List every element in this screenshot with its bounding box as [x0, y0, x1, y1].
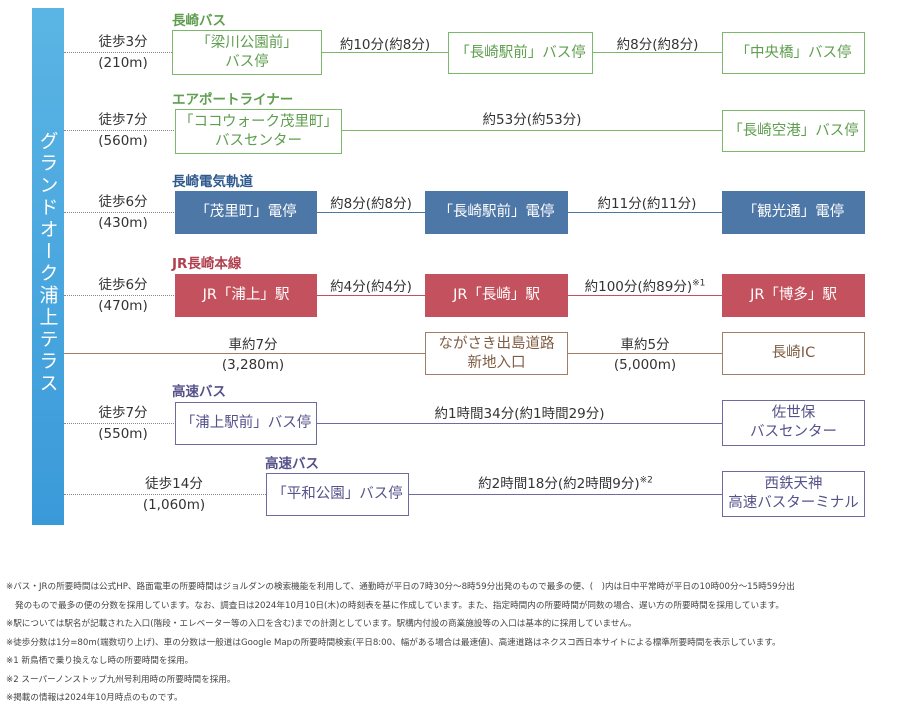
travel-time: 車約5分 — [620, 337, 670, 353]
note-mark: ※2 — [639, 475, 653, 486]
connector-line — [64, 52, 174, 53]
travel-time: 車約7分 — [228, 337, 278, 353]
walk-info: 徒歩6分 (470m) — [84, 275, 162, 317]
station-box: 「浦上駅前」バス停 — [175, 402, 317, 445]
route-category: 高速バス — [265, 456, 319, 472]
travel-distance: (3,280m) — [221, 357, 285, 373]
station-box: JR「博多」駅 — [722, 274, 865, 317]
station-box: 佐世保 バスセンター — [722, 400, 865, 446]
walk-time: 徒歩3分 — [98, 34, 148, 50]
route-line — [317, 423, 722, 424]
travel-time: 約2時間18分(約2時間9分)※2 — [409, 472, 722, 493]
footnote: ※バス・JRの所要時間は公式HP、路面電車の所要時間はジョルダンの検索機能を利用… — [6, 582, 795, 592]
station-box: 「茂里町」電停 — [175, 191, 317, 234]
station-box: 「長崎駅前」バス停 — [448, 32, 593, 74]
walk-time: 徒歩7分 — [98, 405, 148, 421]
station-box: JR「長崎」駅 — [425, 274, 568, 317]
origin-title: グランドオーク浦上テラス — [36, 131, 59, 395]
station-box: 「観光通」電停 — [722, 191, 865, 234]
travel-distance: (5,000m) — [613, 357, 677, 373]
station-box: 「ココウォーク茂里町」 バスセンター — [175, 109, 342, 154]
interchange-box: 長崎IC — [722, 332, 865, 375]
walk-distance: (470m) — [98, 298, 148, 314]
origin-bar — [32, 8, 64, 525]
footnote: 発のもので最多の便の分数を採用しています。なお、調査日は2024年10月10日(… — [15, 600, 784, 611]
station-box: 「平和公園」バス停 — [266, 473, 409, 516]
station-box: 西鉄天神 高速バスターミナル — [722, 471, 865, 517]
station-box: 「長崎駅前」電停 — [425, 191, 568, 234]
footnote: ※掲載の情報は2024年10月時点のものです。 — [6, 693, 183, 703]
route-category: 高速バス — [172, 384, 226, 400]
travel-time: 約10分(約8分) — [339, 37, 431, 53]
walk-time: 徒歩7分 — [98, 112, 148, 128]
route-category: 長崎電気軌道 — [172, 174, 253, 190]
route-category: エアポートライナー — [172, 92, 294, 108]
footnote: ※徒歩分数は1分=80m(端数切り上げ)、車の分数は一般道はGoogle Map… — [6, 637, 781, 648]
route-category: 長崎バス — [172, 13, 226, 29]
walk-distance: (550m) — [98, 426, 148, 442]
route-line — [568, 353, 722, 354]
station-box: JR「浦上」駅 — [175, 274, 317, 317]
walk-info: 徒歩3分 (210m) — [84, 32, 162, 74]
walk-distance: (430m) — [98, 215, 148, 231]
interchange-box: ながさき出島道路 新地入口 — [425, 332, 568, 375]
footnotes: ※バス・JRの所要時間は公式HP、路面電車の所要時間はジョルダンの検索機能を利用… — [6, 578, 892, 708]
walk-info: 徒歩7分 (550m) — [84, 403, 162, 445]
travel-time: 約11分(約11分) — [597, 196, 697, 212]
travel-time: 約4分(約4分) — [330, 279, 412, 295]
travel-time: 約53分(約53分) — [482, 112, 582, 128]
travel-time-value: 約100分(約89分) — [584, 279, 693, 295]
walk-time: 徒歩14分 — [145, 476, 203, 492]
route-line — [342, 130, 722, 131]
travel-time: 約8分(約8分) — [616, 37, 699, 53]
route-line — [64, 353, 425, 354]
station-box: 「中央橋」バス停 — [722, 32, 865, 74]
connector-line — [64, 212, 174, 213]
walk-time: 徒歩6分 — [98, 277, 148, 293]
station-box: 「梁川公園前」 バス停 — [172, 30, 322, 75]
walk-distance: (560m) — [98, 133, 148, 149]
route-line — [409, 494, 722, 495]
walk-time: 徒歩6分 — [98, 194, 148, 210]
walk-info: 徒歩14分 (1,060m) — [132, 474, 216, 516]
footnote: ※駅については駅名が記載された入口(階段・エレベーター等の入口を含む)までの計測… — [6, 619, 637, 629]
note-mark: ※1 — [692, 278, 706, 289]
connector-line — [64, 494, 266, 495]
travel-time-value: 約2時間18分(約2時間9分) — [478, 476, 640, 492]
travel-time: 約8分(約8分) — [330, 196, 412, 212]
footnote: ※1 新鳥栖で乗り換えなし時の所要時間を採用。 — [6, 656, 194, 666]
route-category: JR長崎本線 — [172, 256, 242, 272]
walk-info: 徒歩7分 (560m) — [84, 110, 162, 152]
walk-distance: (210m) — [98, 55, 148, 71]
station-box: 「長崎空港」バス停 — [722, 110, 865, 152]
connector-line — [64, 423, 174, 424]
travel-time: 約100分(約89分)※1 — [568, 275, 722, 296]
connector-line — [64, 295, 174, 296]
walk-info: 徒歩6分 (430m) — [84, 192, 162, 234]
travel-time: 約1時間34分(約1時間29分) — [434, 406, 605, 422]
walk-distance: (1,060m) — [142, 497, 206, 513]
footnote: ※2 スーパーノンストップ九州号利用時の所要時間を採用。 — [6, 674, 236, 685]
connector-line — [64, 130, 174, 131]
